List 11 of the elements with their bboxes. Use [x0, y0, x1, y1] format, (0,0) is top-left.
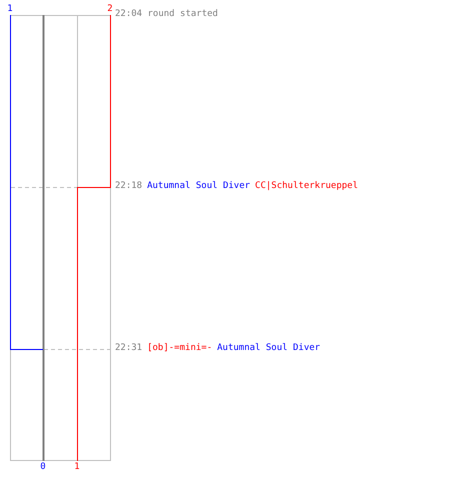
player-name: Autumnal Soul Diver [217, 343, 320, 353]
player-name: [ob]-=mini=- [147, 343, 212, 353]
player-count-label: 0 [40, 462, 46, 473]
player-name: Autumnal Soul Diver [147, 181, 250, 191]
event-time: 22:31 [115, 343, 142, 353]
player-count-label: 1 [7, 4, 13, 15]
player-count-label: 2 [107, 4, 113, 15]
round-status-text: 22:04 round started [115, 9, 218, 19]
player-count-label: 1 [74, 462, 80, 473]
player-name: CC|Schulterkrueppel [255, 181, 358, 191]
event-time: 22:18 [115, 181, 142, 191]
